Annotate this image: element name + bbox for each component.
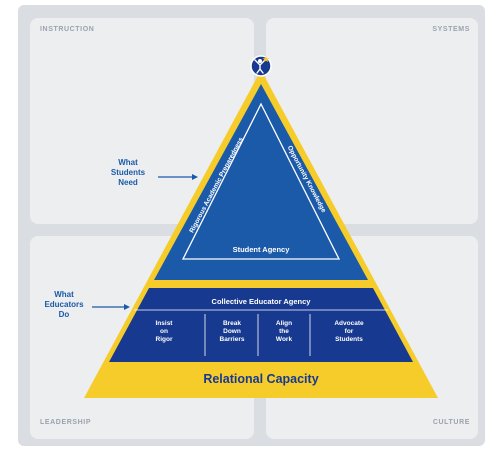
side-label-line: What [54, 290, 74, 299]
educator-agency-band [109, 288, 413, 362]
column-line: for [344, 328, 354, 335]
what-educators-do-label: What Educators Do [36, 290, 92, 320]
column-line: Rigor [155, 336, 173, 343]
quadrant-label-systems: SYSTEMS [432, 26, 470, 33]
person-with-star-icon [250, 55, 272, 77]
side-label-line: What [118, 158, 138, 167]
quadrant-label-culture: CULTURE [432, 419, 470, 426]
inner-triangle [181, 102, 341, 260]
column-line: Break [222, 320, 242, 327]
column-line: Down [223, 328, 241, 335]
students-arrow-head [192, 174, 198, 180]
what-students-need-label: What Students Need [100, 158, 156, 188]
quadrant-systems [266, 18, 478, 224]
student-needs-triangle [154, 84, 368, 280]
quadrant-label-instruction: INSTRUCTION [40, 26, 95, 33]
educators-arrow-head [124, 304, 130, 310]
column-line: the [279, 328, 289, 335]
student-agency-label: Student Agency [233, 245, 291, 254]
side-label-line: Students [110, 168, 146, 177]
column-insist-on-rigor: Insist on Rigor [139, 320, 189, 344]
relational-capacity-label: Relational Capacity [203, 372, 318, 386]
quadrant-instruction [30, 18, 254, 224]
column-line: Students [335, 336, 363, 343]
side-label-line: Educators [44, 300, 84, 309]
column-advocate-for-students: Advocate for Students [319, 320, 379, 344]
column-break-down-barriers: Break Down Barriers [207, 320, 257, 344]
column-align-the-work: Align the Work [259, 320, 309, 344]
column-line: on [160, 328, 168, 335]
column-line: Work [275, 336, 293, 343]
side-label-line: Need [118, 178, 138, 187]
column-line: Insist [155, 320, 173, 327]
column-line: Align [275, 320, 293, 327]
quadrant-label-leadership: LEADERSHIP [40, 419, 92, 426]
column-line: Advocate [334, 320, 364, 327]
side-label-line: Do [58, 310, 70, 319]
educator-agency-title: Collective Educator Agency [212, 297, 312, 306]
column-line: Barriers [219, 336, 245, 343]
